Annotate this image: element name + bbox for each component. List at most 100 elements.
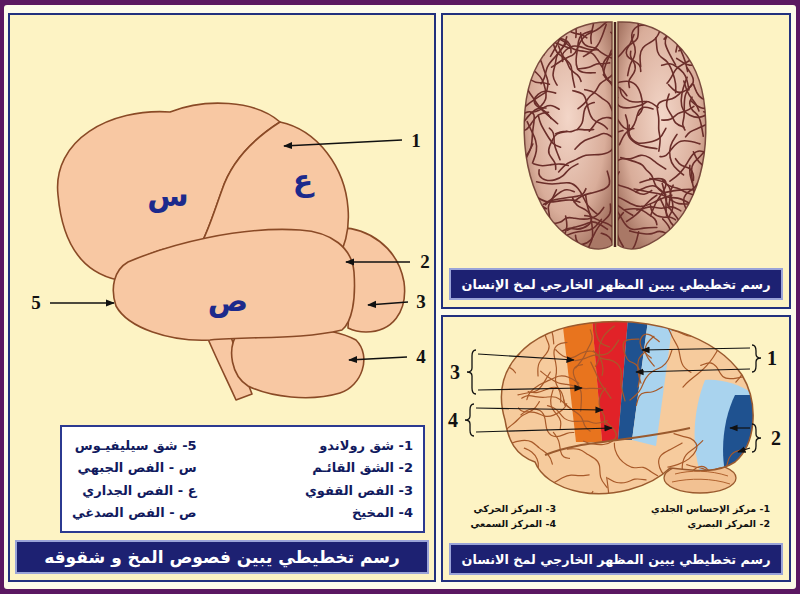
gyrus-line: [640, 334, 659, 358]
gyrus-line: [576, 330, 592, 368]
gyrus-line: [526, 208, 545, 245]
gyrus-line: [616, 213, 624, 247]
gyrus-line: [629, 51, 635, 87]
gyrus-line: [604, 50, 633, 83]
gyrus-line: [563, 399, 590, 431]
gyrus-line: [672, 316, 732, 337]
gyrus-line: [535, 72, 546, 107]
gyrus-line: [573, 91, 607, 129]
callout-number: 5: [31, 293, 41, 314]
gyrus-line: [626, 115, 657, 149]
brain-lobes: [58, 103, 405, 400]
gyrus-line: [691, 78, 714, 108]
gyri: [587, 0, 757, 270]
gyrus-line: [523, 69, 558, 124]
gyrus-line: [670, 197, 709, 204]
leader-lines: [50, 140, 410, 360]
gyrus-line: [593, 351, 625, 401]
gyrus-line: [628, 25, 655, 76]
gyrus-line: [510, 53, 544, 73]
brace: [467, 350, 476, 394]
panel: [442, 316, 790, 581]
callout-number: 3: [450, 361, 460, 383]
lobe-letter: ع: [293, 164, 314, 197]
brace: [752, 345, 761, 372]
longitudinal-fissure: [614, 22, 617, 247]
leader-line: [346, 261, 410, 262]
gyrus-line: [662, 183, 685, 245]
gyrus-line: [506, 126, 524, 195]
gyrus-line: [619, 107, 653, 144]
leader-lines: [476, 348, 750, 452]
gyrus-line: [568, 449, 608, 488]
legend-item: 2- الشق القائـم: [312, 460, 413, 475]
gyrus-line: [601, 233, 615, 272]
gyrus-line: [525, 34, 570, 48]
cerebellum-folds: [672, 471, 730, 484]
gyrus-line: [520, 202, 535, 234]
gyrus-line: [530, 306, 554, 344]
gyrus-line: [657, 93, 680, 151]
lobe-letter: س: [147, 179, 188, 212]
gyrus-line: [518, 404, 566, 417]
brace: [465, 404, 474, 436]
legend-item: 3- المركز الحركي: [474, 504, 556, 514]
leader-line: [642, 348, 750, 350]
callout-number: 4: [416, 347, 426, 368]
gyrus-line: [574, 171, 610, 202]
gyrus-line: [549, 131, 567, 169]
callout-number: 3: [416, 292, 426, 313]
legend-item: 4- المركز السمعي: [470, 519, 556, 529]
callout-number: 4: [448, 409, 458, 431]
leader-line: [284, 140, 402, 146]
gyrus-line: [488, 230, 544, 265]
callout-number: 1: [767, 347, 777, 369]
gyrus-line: [548, 207, 604, 224]
gyrus-line: [620, 88, 658, 107]
gyrus-line: [625, 209, 657, 225]
gyrus-line: [548, 0, 573, 38]
gyrus-line: [518, 144, 532, 184]
gyrus-line: [559, 46, 575, 87]
gyrus-line: [667, 44, 708, 84]
title-bar: رسم تخطيطي يبين المظهر الخارجي لمخ الإنس…: [449, 268, 783, 300]
gyrus-line: [684, 178, 706, 213]
gyrus-line: [556, 129, 594, 133]
gyrus-line: [587, 124, 623, 134]
gyrus-line: [581, 33, 613, 59]
gyrus-line: [539, 164, 578, 181]
gyrus-line: [528, 56, 549, 84]
gyrus-line: [522, 112, 534, 165]
gyrus-line: [567, 222, 607, 230]
gyrus-line: [659, 443, 682, 479]
gyrus-line: [576, 235, 590, 263]
gyrus-line: [630, 231, 669, 235]
gyrus-line: [509, 10, 542, 31]
gyrus-line: [683, 329, 722, 387]
gyrus-line: [540, 475, 589, 487]
callout-number: 2: [420, 252, 430, 273]
gyrus-line: [628, 3, 678, 22]
gyrus-line: [688, 52, 724, 66]
callout-number: 2: [771, 427, 781, 449]
gyrus-line: [498, 112, 548, 133]
gyri: [488, 0, 639, 278]
gyrus-line: [566, 497, 572, 523]
gyrus-line: [518, 372, 550, 395]
legend-item: 2- المركز البصري: [688, 519, 770, 529]
gyrus-line: [679, 47, 725, 57]
gyrus-line: [562, 46, 598, 61]
legend-box: 1- شق رولاندو2- الشق القائـم3- الفص القف…: [60, 425, 425, 533]
gyrus-line: [684, 81, 699, 111]
gyrus-line: [750, 328, 791, 339]
gyrus-line: [584, 24, 607, 56]
leader-line: [476, 408, 603, 410]
gyrus-line: [543, 190, 574, 205]
legend-item: 5- شق سيليفيـوس: [75, 438, 197, 453]
legend-item: 3- الفص القفوي: [305, 483, 413, 498]
gyrus-line: [608, 172, 633, 215]
leader-line: [476, 428, 612, 432]
gyrus-line: [693, 152, 743, 192]
gyrus-line: [682, 441, 703, 496]
